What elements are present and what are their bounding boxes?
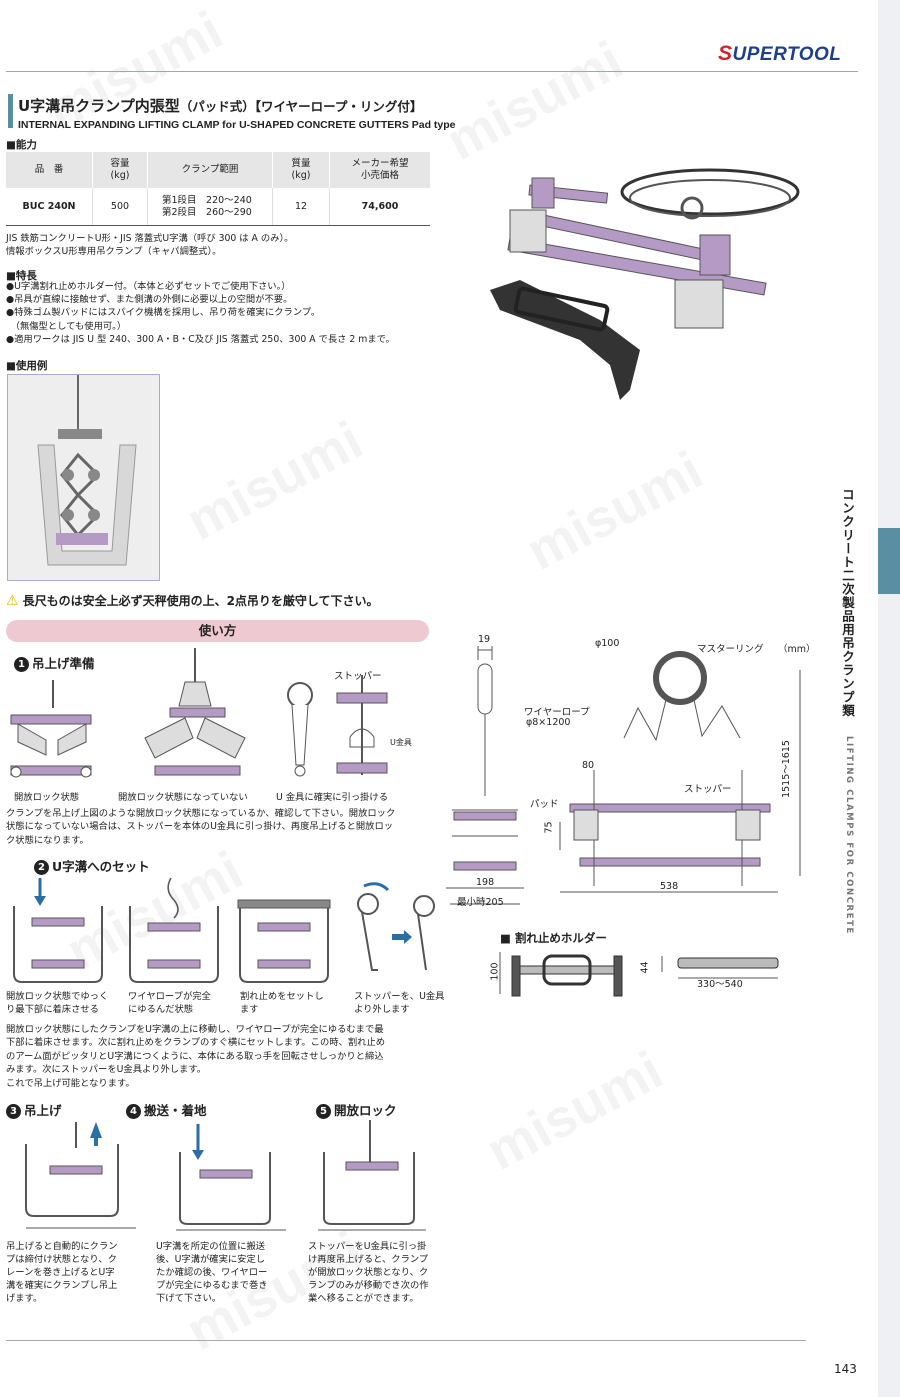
step1-text: クランプを吊上げ上図のような開放ロック状態になっているか、確認して下さい。開放ロ… (6, 808, 396, 846)
label-ubracket: U金具 (390, 738, 412, 747)
side-category-jp: コンクリート二次製品用吊クランプ類 (840, 488, 855, 718)
stopper-ubracket-drawing (287, 675, 388, 777)
page-title: U字溝吊クランプ内張型（パッド式）【ワイヤーロープ・リング付】 (18, 95, 422, 116)
capacity-heading: ■能力 (6, 139, 37, 151)
holder-heading: ■ 割れ止めホルダー (500, 931, 607, 945)
usage-heading: 使い方 (6, 620, 429, 642)
label-unit: （mm） (778, 644, 816, 655)
clamp-open-lock-drawing (10, 680, 92, 778)
step5-label: 開放ロック (334, 1103, 397, 1118)
step1-label: 吊上げ準備 (32, 656, 95, 671)
cell-model: BUC 240N (6, 188, 93, 226)
usage-example-photo (7, 374, 160, 581)
clamp-not-locked-drawing (144, 648, 246, 776)
step4-label: 搬送・着地 (144, 1103, 207, 1118)
dim-height: 1515〜1615 (780, 740, 792, 798)
steps-3-5-drawings (25, 1120, 426, 1231)
footer-rule (6, 1340, 806, 1341)
step2-caption-2: ワイヤロープが完全 にゆるんだ状態 (128, 991, 211, 1015)
label-master-ring: マスターリング (697, 644, 764, 655)
step2-caption-1: 開放ロック状態でゆっく り最下部に着床させる (6, 991, 109, 1015)
side-index-active (878, 528, 900, 594)
dim-phi100: φ100 (595, 638, 620, 649)
capacity-notes: JIS 鉄筋コンクリートU形・JIS 落蓋式U字溝（呼び 300 は A のみ）… (6, 233, 294, 258)
dim-538: 538 (660, 881, 679, 892)
page-title-sub: （パッド式）【ワイヤーロープ・リング付】 (179, 99, 423, 114)
usage-example-illustration (8, 375, 159, 580)
spec-table: 品 番 容量 (kg) クランプ範囲 質量 (kg) メーカー希望 小売価格 B… (6, 152, 430, 226)
col-model: 品 番 (6, 152, 93, 188)
step1-number: 1 (14, 657, 29, 672)
dim-min-205: 最小時205 (457, 897, 504, 908)
holder-dim-44: 44 (639, 961, 651, 974)
warning-text: 長尺ものは安全上必ず天秤使用の上、2点吊りを厳守して下さい。 (22, 594, 379, 608)
dim-19: 19 (478, 634, 491, 645)
safety-warning: ⚠長尺ものは安全上必ず天秤使用の上、2点吊りを厳守して下さい。 (6, 592, 379, 609)
dim-80: 80 (582, 760, 595, 771)
col-weight: 質量 (kg) (272, 152, 330, 188)
step2-label: U字溝へのセット (52, 859, 150, 874)
side-category-en: LIFTING CLAMPS FOR CONCRETE (844, 736, 854, 935)
page-title-main: U字溝吊クランプ内張型 (18, 97, 180, 115)
step1-caption-a: 開放ロック状態 (14, 792, 80, 803)
step5-number: 5 (316, 1104, 331, 1119)
cell-weight: 12 (272, 188, 330, 226)
step2-caption-4: ストッパーを、U金具 より外します (354, 991, 445, 1015)
label-wire-rope: ワイヤーロープ (524, 707, 590, 718)
dimension-drawing (446, 646, 801, 905)
col-range: クランプ範囲 (147, 152, 273, 188)
brand-text: UPERTOOL (732, 44, 842, 65)
step2-number: 2 (34, 860, 49, 875)
step2-caption-3: 割れ止めをセットし ます (240, 991, 324, 1015)
page-number: 143 (834, 1362, 857, 1376)
label-wire-spec: φ8×1200 (526, 717, 571, 728)
dim-75: 75 (543, 821, 555, 834)
step4-number: 4 (126, 1104, 141, 1119)
step5-text: ストッパーをU金具に引っ掛 け再度吊上げると、クランプ が開放ロック状態となり、… (308, 1241, 429, 1304)
cell-range: 第1段目 220〜240 第2段目 260〜290 (147, 188, 273, 226)
dim-198: 198 (476, 877, 495, 888)
features-list: ●U字溝割れ止めホルダー付。（本体と必ずセットでご使用下さい。） ●吊具が直線に… (6, 281, 395, 345)
page-title-en: INTERNAL EXPANDING LIFTING CLAMP for U-S… (18, 119, 456, 131)
step2-text: 開放ロック状態にしたクランプをU字溝の上に移動し、ワイヤロープが完全にゆるむまで… (6, 1024, 386, 1089)
holder-dim-range: 330〜540 (697, 979, 743, 990)
step3-text: 吊上げると自動的にクラン プは締付け状態となり、ク レーンを巻き上げるとU字 溝… (6, 1241, 118, 1304)
step2-drawings (13, 877, 435, 983)
brand-logo: SUPERTOOL (718, 42, 842, 65)
watermark: misumi (477, 1039, 673, 1183)
cell-price: 74,600 (329, 188, 430, 226)
holder-dim-100: 100 (489, 962, 501, 981)
col-capacity: 容量 (kg) (92, 152, 148, 188)
step1-caption-c: U 金具に確実に引っ掛ける (276, 792, 389, 803)
label-pad: パッド (530, 799, 559, 810)
step3-number: 3 (6, 1104, 21, 1119)
example-heading: ■使用例 (6, 360, 48, 372)
step4-text: U字溝を所定の位置に搬送 後、U字溝が確実に安定し たか確認の後、ワイヤロー プ… (156, 1241, 268, 1304)
warning-icon: ⚠ (6, 593, 19, 609)
step1-caption-b: 開放ロック状態になっていない (118, 792, 248, 803)
watermark: misumi (177, 409, 373, 553)
side-index-tab (878, 0, 900, 1397)
holder-drawing (499, 952, 779, 997)
header-rule (6, 71, 858, 72)
col-price: メーカー希望 小売価格 (329, 152, 430, 188)
title-accent (8, 94, 13, 128)
cell-capacity: 500 (92, 188, 148, 226)
step3-label: 吊上げ (24, 1103, 62, 1118)
product-photo (490, 168, 800, 400)
features-heading: ■特長 (6, 270, 37, 282)
label-stopper-dim: ストッパー (684, 784, 732, 795)
watermark: misumi (517, 439, 713, 583)
label-stopper: ストッパー (334, 671, 382, 682)
